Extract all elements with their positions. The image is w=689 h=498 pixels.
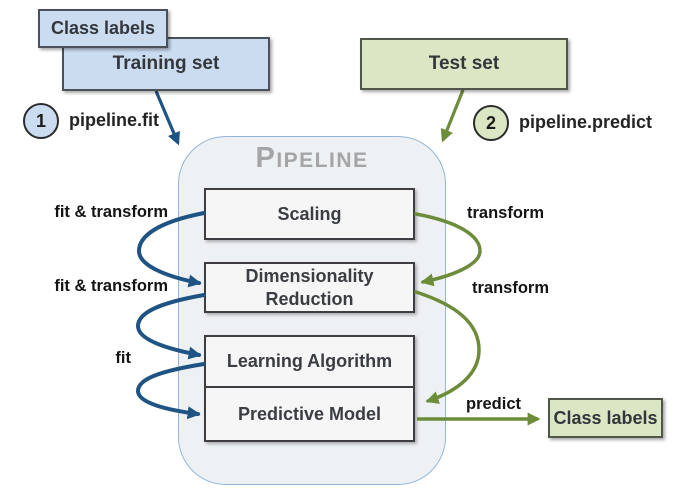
pipeline-title: Pipeline [255, 142, 369, 174]
stage-dimensionality-reduction-box: Dimensionality Reduction [204, 262, 415, 313]
class-labels-input-label: Class labels [50, 18, 156, 38]
training-set-label: Training set [112, 53, 220, 74]
stage-predictive-model-label: Predictive Model [237, 403, 382, 424]
stage-scaling-box: Scaling [204, 188, 415, 240]
fit-transform-label-2: fit & transform [54, 277, 168, 295]
class-labels-output-box: Class labels [548, 398, 663, 438]
step-2-badge: 2 [473, 105, 509, 141]
stage-learning-algorithm-box: Learning Algorithm [204, 335, 415, 388]
stage-scaling-label: Scaling [277, 203, 342, 224]
step-1-badge: 1 [23, 103, 59, 139]
pipeline-predict-label: pipeline.predict [519, 112, 653, 132]
class-labels-input-box: Class labels [38, 9, 168, 48]
class-labels-output-label: Class labels [553, 407, 658, 428]
stage-dimensionality-reduction-label: Dimensionality Reduction [245, 266, 374, 309]
stage-learning-algorithm-label: Learning Algorithm [226, 351, 393, 372]
predict-entry-arrow [440, 89, 465, 143]
transform-label-2: transform [472, 279, 550, 297]
fit-entry-arrow [154, 90, 180, 146]
step-2-number: 2 [485, 112, 496, 133]
stage-predictive-model-box: Predictive Model [204, 388, 415, 442]
fit-transform-label-1: fit & transform [54, 203, 168, 221]
pipeline-fit-label: pipeline.fit [69, 110, 159, 130]
step-1-number: 1 [35, 110, 46, 131]
fit-label: fit [115, 349, 131, 367]
test-set-box: Test set [360, 38, 568, 90]
test-set-label: Test set [428, 53, 500, 74]
transform-label-1: transform [467, 204, 545, 222]
predict-label: predict [466, 395, 522, 413]
